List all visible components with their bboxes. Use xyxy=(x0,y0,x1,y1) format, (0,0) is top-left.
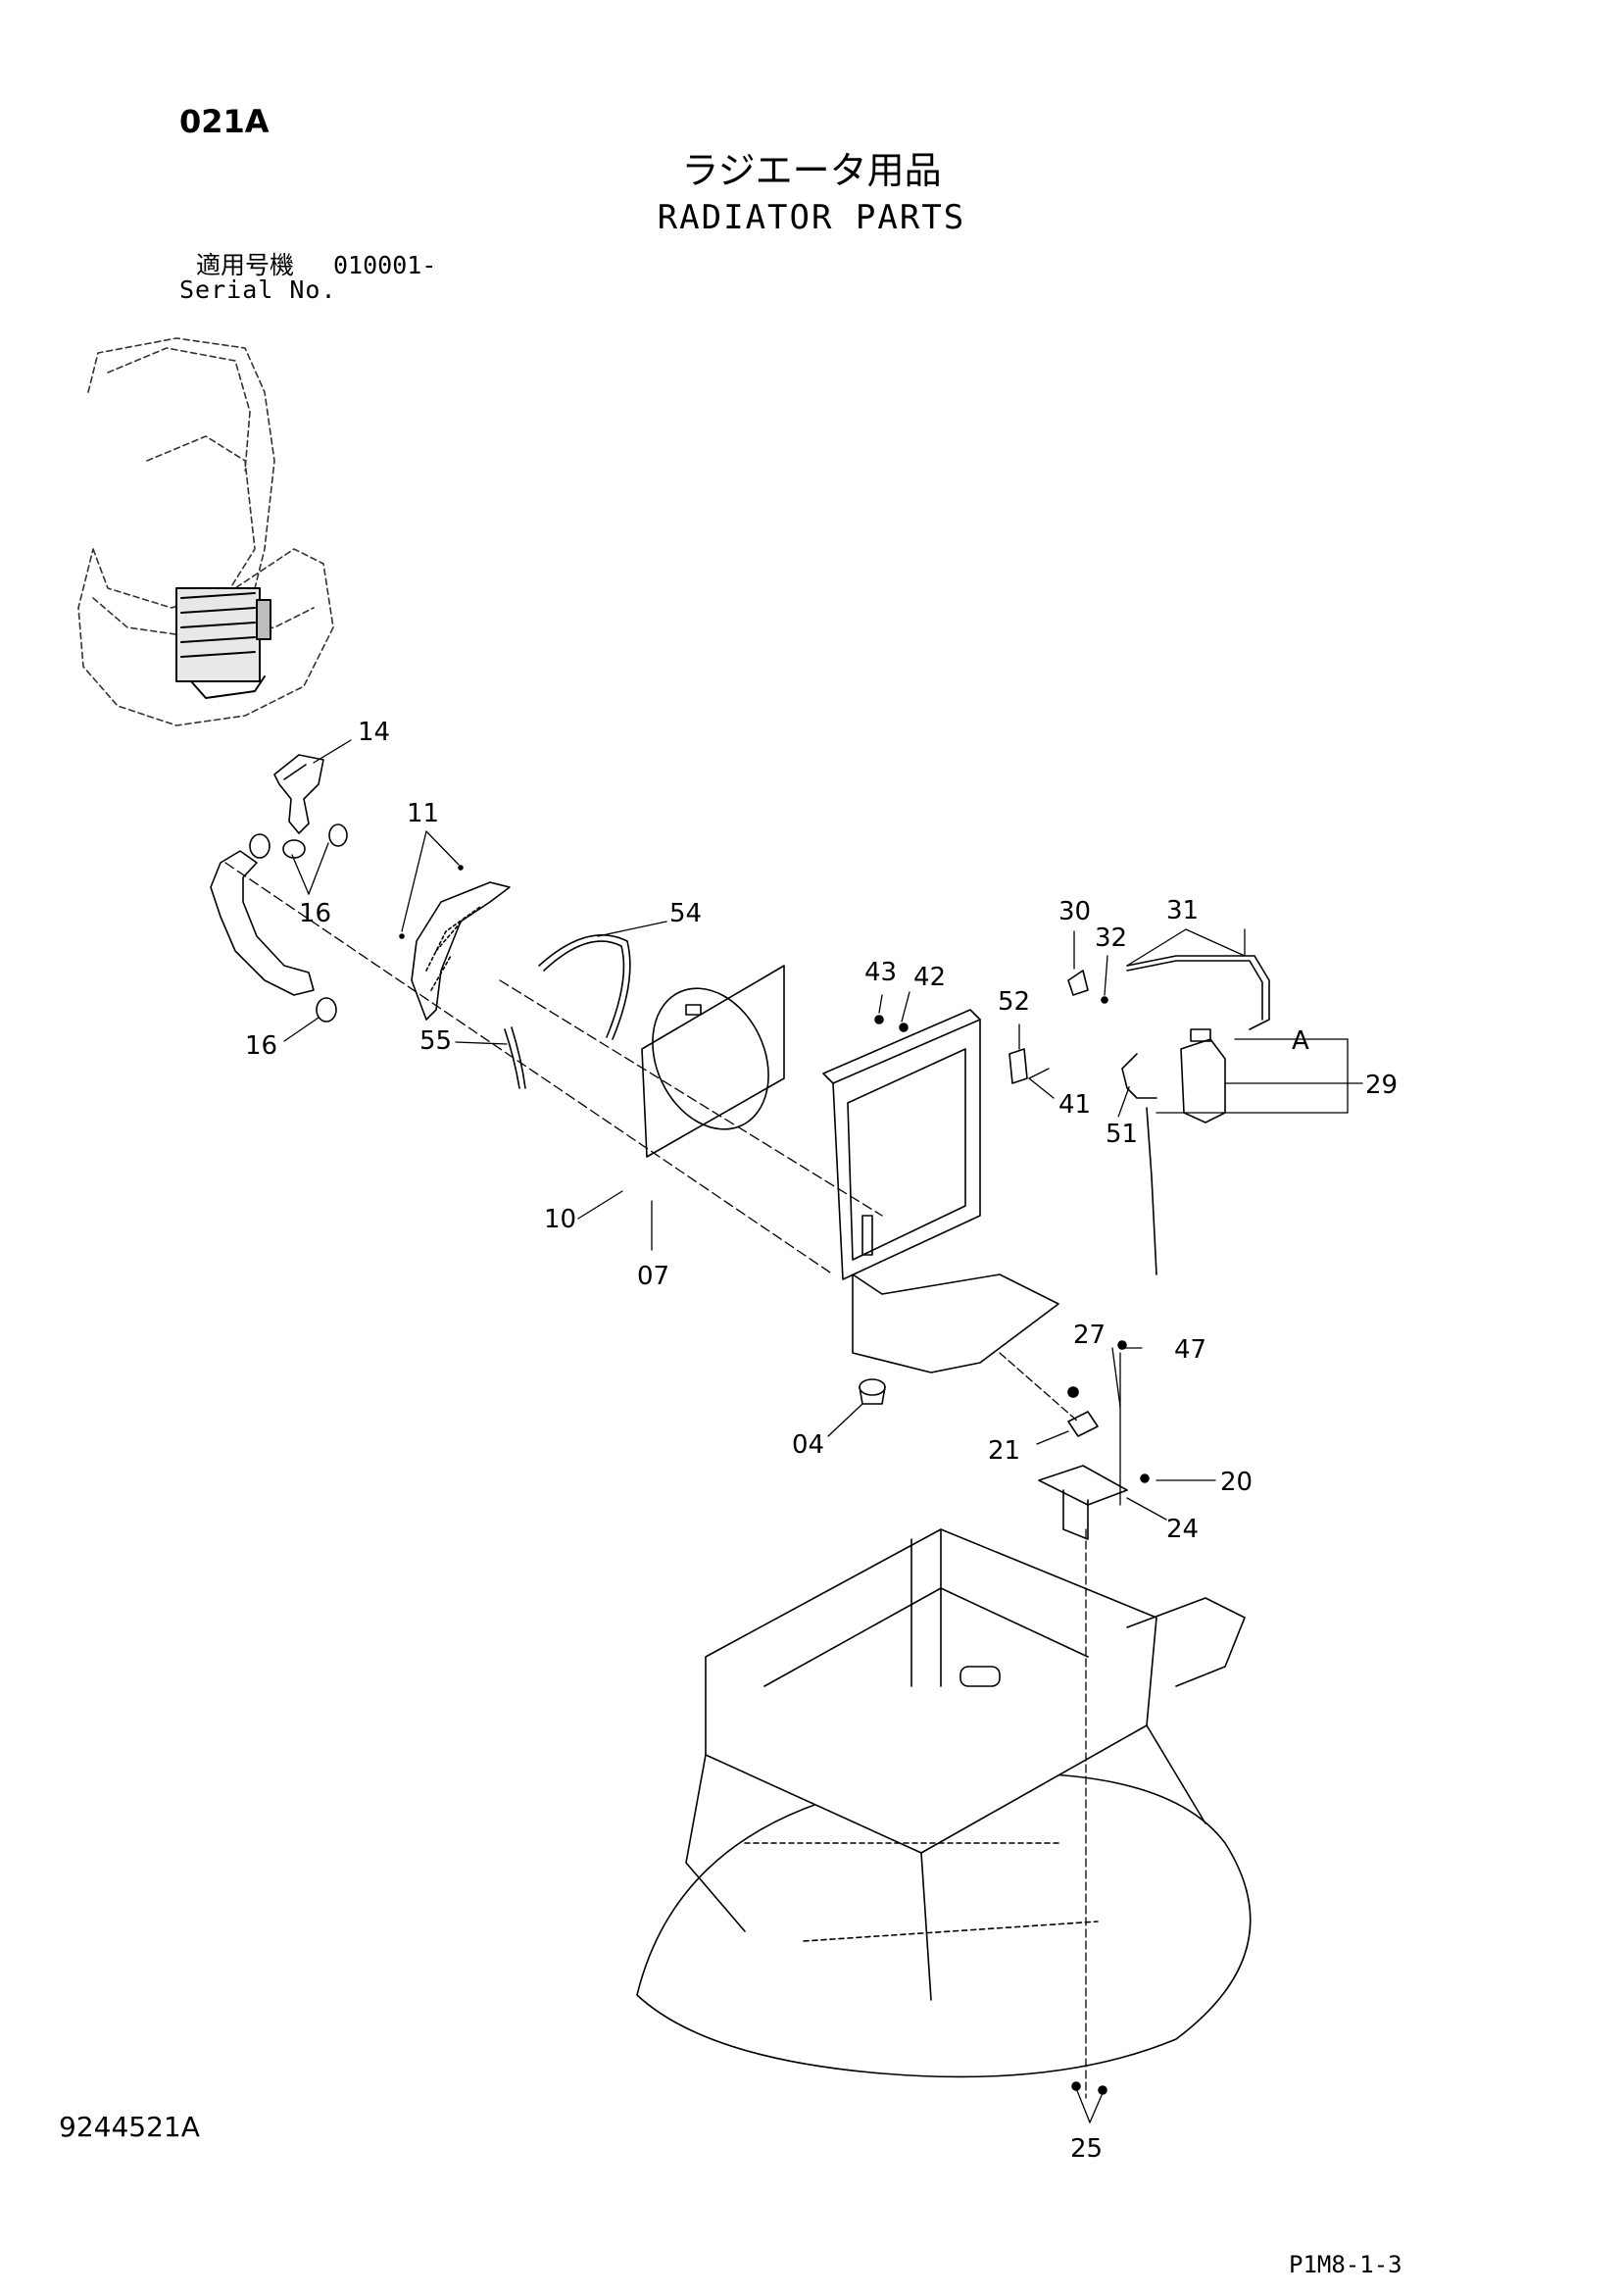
callout-42: 42 xyxy=(913,963,946,992)
serial-label-japanese: 適用号機 xyxy=(196,251,295,279)
callout-labels: 14 11 16 54 16 55 10 07 43 42 52 30 32 3… xyxy=(245,718,1398,2164)
mount-bracket-21 xyxy=(1067,1411,1099,1437)
callout-10: 10 xyxy=(544,1205,576,1234)
overflow-pipe xyxy=(1121,955,1270,1275)
callout-30: 30 xyxy=(1058,897,1091,926)
page-reference: P1M8-1-3 xyxy=(1289,2251,1402,2278)
serial-label-english: Serial No. xyxy=(179,275,337,304)
callout-20: 20 xyxy=(1220,1468,1253,1497)
page-title-english: RADIATOR PARTS xyxy=(657,198,966,237)
callout-43: 43 xyxy=(864,958,897,987)
callout-16-upper: 16 xyxy=(299,899,331,928)
shroud-seal-upper xyxy=(538,934,631,1040)
page-title-japanese: ラジエータ用品 xyxy=(681,149,942,192)
upper-frame xyxy=(636,1528,1252,2078)
callout-21: 21 xyxy=(988,1436,1020,1466)
leader-lines xyxy=(224,739,1363,2123)
page-code: 021A xyxy=(179,103,270,140)
fan-shroud xyxy=(641,965,785,1158)
callout-27: 27 xyxy=(1073,1321,1106,1350)
radiator-cover-plate xyxy=(1008,1048,1028,1084)
callout-52: 52 xyxy=(998,987,1030,1017)
callout-14: 14 xyxy=(358,718,390,747)
callout-32: 32 xyxy=(1095,923,1127,953)
callout-16-lower: 16 xyxy=(245,1031,277,1061)
shroud-seal-lower xyxy=(504,1026,526,1089)
callout-24: 24 xyxy=(1166,1515,1199,1544)
drawing-number: 9244521A xyxy=(59,2111,200,2143)
mount-bracket-24 xyxy=(1038,1465,1128,1540)
fan-guard xyxy=(399,865,511,1021)
callout-47: 47 xyxy=(1174,1335,1206,1365)
hose-clamps xyxy=(249,824,348,1023)
fasteners xyxy=(874,996,1150,2095)
radiator-location-highlight xyxy=(175,587,271,699)
callout-07: 07 xyxy=(637,1262,669,1291)
radiator-mount-rubber xyxy=(859,1378,886,1405)
reservoir-bracket xyxy=(1067,970,1089,996)
callout-04: 04 xyxy=(792,1430,824,1460)
callout-31: 31 xyxy=(1166,896,1199,925)
callout-11: 11 xyxy=(407,799,439,828)
callout-51: 51 xyxy=(1106,1120,1138,1149)
callout-55: 55 xyxy=(419,1026,452,1056)
callout-41: 41 xyxy=(1058,1090,1091,1120)
callout-a: A xyxy=(1292,1026,1309,1056)
lower-radiator-hose xyxy=(210,850,315,996)
callout-54: 54 xyxy=(669,899,702,928)
callout-25: 25 xyxy=(1070,2134,1103,2164)
serial-number-value: 010001- xyxy=(333,251,437,279)
callout-29: 29 xyxy=(1365,1071,1398,1100)
upper-radiator-hose xyxy=(273,754,324,834)
radiator-assembly xyxy=(822,1009,1059,1373)
coolant-reservoir xyxy=(1180,1028,1226,1123)
